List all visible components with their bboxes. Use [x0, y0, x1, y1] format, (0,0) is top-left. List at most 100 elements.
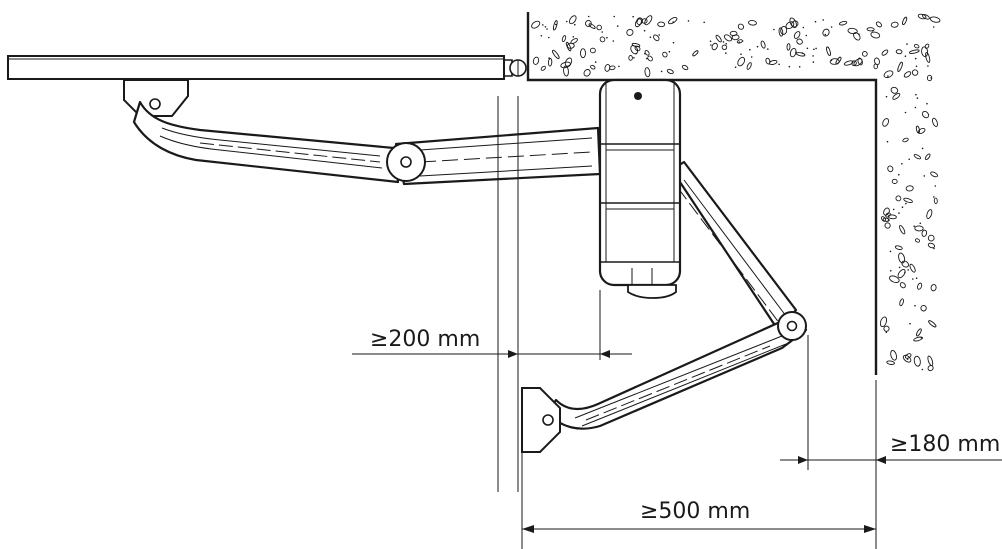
gravel-stone [731, 34, 740, 41]
gravel-stone [890, 349, 897, 361]
gravel-dot [633, 57, 635, 59]
gravel-stone [636, 17, 643, 25]
gravel-stone [585, 20, 592, 27]
gravel-stone [847, 27, 858, 35]
gravel-dot [722, 41, 725, 43]
gravel-dot [927, 65, 929, 67]
gravel-dot [741, 40, 744, 42]
gravel-stone [715, 34, 722, 43]
gravel-stone [889, 275, 900, 283]
gravel-stone [927, 365, 934, 372]
motor-housing [598, 78, 682, 299]
gravel-stone [921, 13, 930, 20]
gravel-stone [786, 43, 791, 51]
gravel-dot [725, 52, 727, 54]
gravel-dot [709, 40, 712, 42]
gravel-stone [914, 238, 921, 243]
gravel-stone [899, 225, 906, 235]
gravel-stone [924, 153, 931, 161]
gravel-stone [913, 154, 922, 160]
gravel-stone [760, 40, 766, 49]
gravel-dot [572, 36, 575, 38]
gravel-dot [915, 93, 917, 96]
gravel-stone [927, 242, 936, 249]
gravel-dot [892, 208, 895, 211]
gravel-dot [613, 15, 615, 18]
gravel-dot [773, 28, 775, 31]
gate-leaf [7, 55, 527, 80]
gravel-stone [882, 118, 889, 127]
gravel-stone [692, 50, 699, 57]
gravel-stone [927, 355, 934, 367]
gravel-dot [932, 26, 935, 28]
gravel-stone [826, 46, 831, 56]
dim-label-500: ≥500 mm [640, 499, 750, 524]
gravel-stone [902, 137, 909, 143]
gravel-dot [740, 53, 742, 55]
gravel-stone [881, 49, 889, 56]
gravel-stone [789, 47, 797, 58]
gravel-dot [933, 196, 935, 198]
gravel-stone [565, 41, 572, 52]
gravel-stone [908, 49, 920, 54]
gravel-stone [590, 64, 596, 70]
gravel-stone [901, 260, 909, 268]
gravel-stone [630, 45, 639, 55]
gravel-dot [806, 47, 809, 50]
gravel-stone [932, 117, 938, 128]
gravel-stone [653, 34, 660, 42]
gravel-stone [599, 36, 606, 43]
gravel-stone [631, 42, 641, 48]
gravel-stone [887, 165, 894, 173]
operator-arm-open [546, 160, 808, 430]
gravel-dot [907, 269, 909, 271]
gravel-dot [548, 36, 550, 39]
gravel-dot [750, 56, 753, 58]
gravel-stone [929, 16, 941, 23]
gravel-dot [749, 48, 751, 51]
gravel-stone [913, 336, 923, 342]
gravel-stone [926, 209, 933, 220]
gravel-dot [734, 66, 737, 68]
gravel-stone [882, 217, 890, 222]
gravel-stone [916, 328, 922, 337]
gravel-dot [546, 28, 548, 30]
gravel-stone [737, 56, 746, 67]
gravel-dot [601, 31, 603, 33]
gravel-dot [566, 20, 568, 23]
gravel-dot [930, 77, 932, 79]
gravel-stone [920, 304, 927, 312]
gravel-stone [909, 263, 916, 273]
gravel-dot [915, 65, 918, 68]
gravel-dot [644, 52, 646, 55]
gravel-stone [644, 67, 651, 78]
gravel-stone [911, 69, 919, 76]
gravel-dot [908, 158, 910, 161]
dimension-lines [352, 96, 1002, 549]
gravel-stone [843, 60, 854, 66]
gravel-stone [902, 16, 908, 26]
gravel-stone [851, 60, 857, 67]
gravel-stone [890, 86, 899, 94]
gravel-stone [644, 49, 650, 56]
gravel-stone [894, 245, 903, 251]
gravel-stone [903, 197, 913, 204]
gravel-stone [917, 282, 923, 290]
gravel-stone [666, 68, 674, 75]
gravel-dot [904, 271, 906, 274]
gravel-dot [618, 65, 620, 68]
gravel-stone [891, 178, 898, 184]
gravel-stone [570, 38, 578, 44]
gravel-stone [895, 195, 902, 202]
gravel-stone [928, 320, 937, 328]
gravel-dot [778, 63, 780, 66]
gravel-dot [912, 278, 914, 280]
gravel-dot [913, 225, 915, 227]
gravel-stone [897, 61, 903, 72]
gravel-dot [643, 29, 646, 32]
gravel-dot [906, 358, 909, 360]
operator-arm-closed [132, 100, 602, 186]
gate-bracket [123, 79, 189, 117]
gravel-stone [883, 70, 894, 79]
gravel-dot [901, 163, 903, 165]
